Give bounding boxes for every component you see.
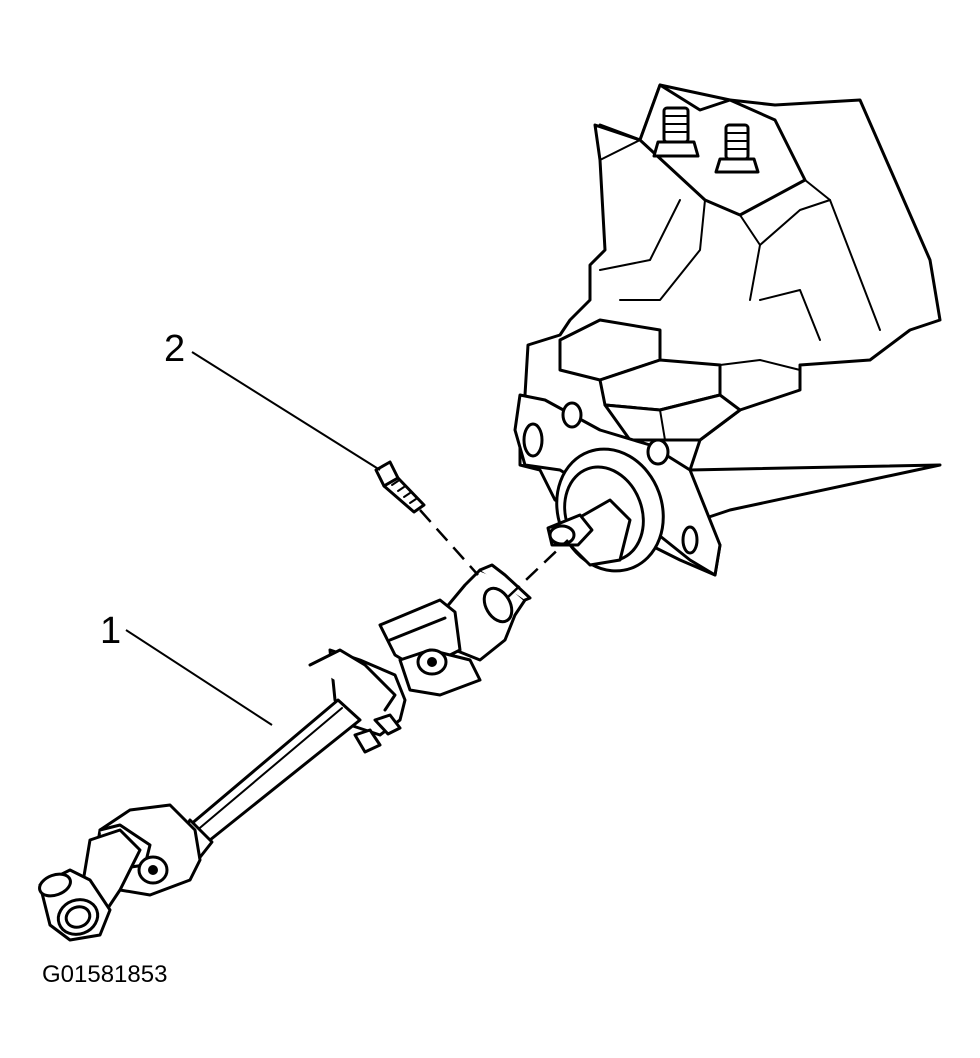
pinch-bolt [374,460,426,514]
shaft-alignment-line [507,539,569,598]
leader-line-2 [191,351,381,471]
figure-id: G01581853 [42,961,168,988]
callout-label-2: 2 [164,328,186,370]
bolt-alignment-line [419,509,479,576]
intermediate-steering-shaft [38,563,532,942]
leader-line-1 [125,629,273,726]
mounting-stud-right [714,123,760,174]
steering-column-assembly [513,83,942,577]
mounting-stud-left [652,106,700,158]
leader-lines [125,351,569,726]
callout-label-1: 1 [100,610,122,652]
